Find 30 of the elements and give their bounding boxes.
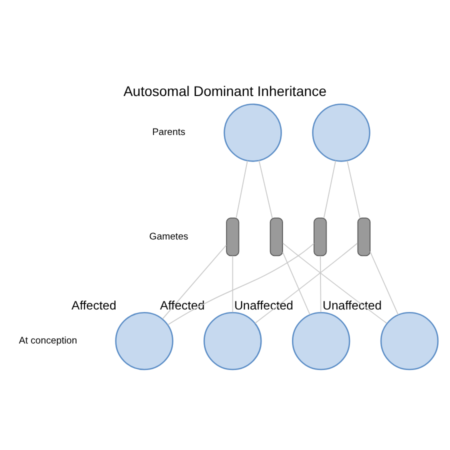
diagram-title: Autosomal Dominant Inheritance	[123, 82, 327, 99]
node-label: Affected	[72, 298, 116, 312]
connector	[320, 254, 322, 312]
connector	[346, 160, 360, 218]
node-circle	[292, 311, 350, 370]
connector	[324, 160, 336, 218]
connector	[162, 244, 227, 319]
node-bar	[226, 217, 240, 256]
label: Parents	[152, 126, 186, 138]
node-circle	[204, 311, 262, 370]
node-label: Unaffected	[234, 298, 294, 312]
connector	[282, 251, 310, 315]
node-circle	[380, 311, 439, 370]
connector	[258, 160, 273, 218]
node-bar	[270, 217, 283, 256]
connector	[370, 250, 399, 315]
node-label: Affected	[160, 298, 205, 312]
connector	[232, 254, 234, 312]
node-circle	[312, 103, 370, 162]
node-bar	[314, 217, 327, 256]
label: At conception	[18, 335, 78, 346]
label: Gametes	[149, 230, 188, 242]
node-bar	[357, 217, 371, 256]
node-label: Unaffected	[322, 298, 382, 312]
node-circle	[115, 311, 174, 370]
connector	[236, 160, 248, 218]
connector	[282, 242, 388, 324]
node-circle	[224, 103, 282, 162]
connector	[167, 242, 314, 325]
connector	[254, 242, 358, 324]
